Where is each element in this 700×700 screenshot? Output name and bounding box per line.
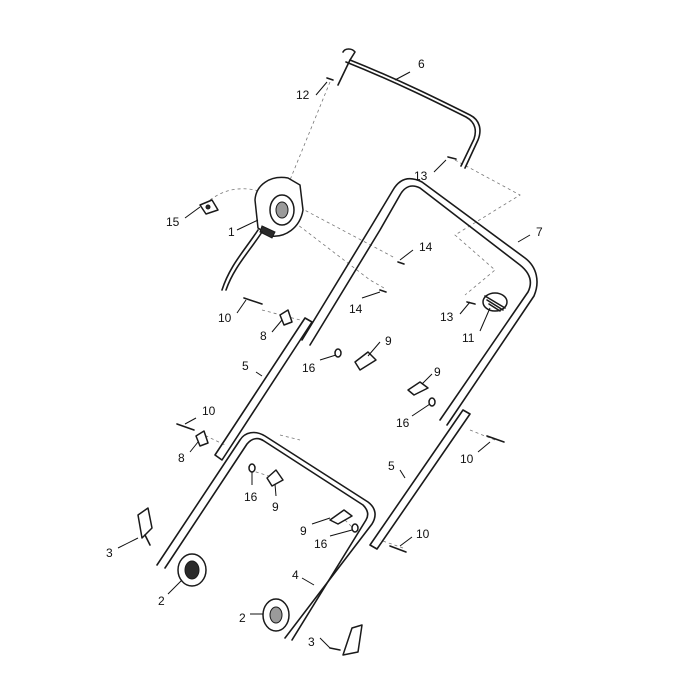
lower-handle [156,431,376,641]
callout-10: 10 [218,311,232,325]
assembly-guide-lines [199,81,521,549]
callout-2: 2 [239,611,246,625]
callout-5: 5 [242,359,249,373]
lever-left [137,507,153,546]
callout-16: 16 [302,361,316,375]
callout-14: 14 [349,302,363,316]
callout-12: 12 [296,88,310,102]
cable-adjuster [482,292,508,312]
callout-16: 16 [314,537,328,551]
clamps [195,309,293,447]
callout-4: 4 [292,568,299,582]
callout-8: 8 [260,329,267,343]
callout-9: 9 [272,500,279,514]
leader-lines [117,71,531,649]
callout-9: 9 [434,365,441,379]
callout-9: 9 [300,524,307,538]
callout-13: 13 [440,310,454,324]
callout-1: 1 [228,225,235,239]
callout-15: 15 [166,215,180,229]
callout-10: 10 [202,404,216,418]
callout-16: 16 [244,490,258,504]
wing-nuts [266,351,429,525]
callout-9: 9 [385,334,392,348]
screws [176,77,505,553]
middle-handle-right [369,409,471,550]
callout-13: 13 [414,169,428,183]
knob-left [177,553,207,587]
callout-5: 5 [388,459,395,473]
callout-10: 10 [460,452,474,466]
knob-right [262,598,290,632]
callout-3: 3 [308,635,315,649]
upper-handle [301,177,538,426]
callout-8: 8 [178,451,185,465]
callout-6: 6 [418,57,425,71]
callout-7: 7 [536,225,543,239]
cable-control-housing [221,176,304,291]
washers [248,348,436,533]
cable-clip [199,199,219,215]
callout-labels: 6 12 13 15 1 7 14 14 13 11 10 8 9 16 5 9… [106,57,543,649]
callout-3: 3 [106,546,113,560]
lever-right [329,624,363,656]
callout-11: 11 [462,331,475,345]
middle-handle-left [214,317,313,461]
bail-bar [337,48,481,169]
callout-14: 14 [419,240,433,254]
callout-2: 2 [158,594,165,608]
callout-10: 10 [416,527,430,541]
callout-16: 16 [396,416,410,430]
